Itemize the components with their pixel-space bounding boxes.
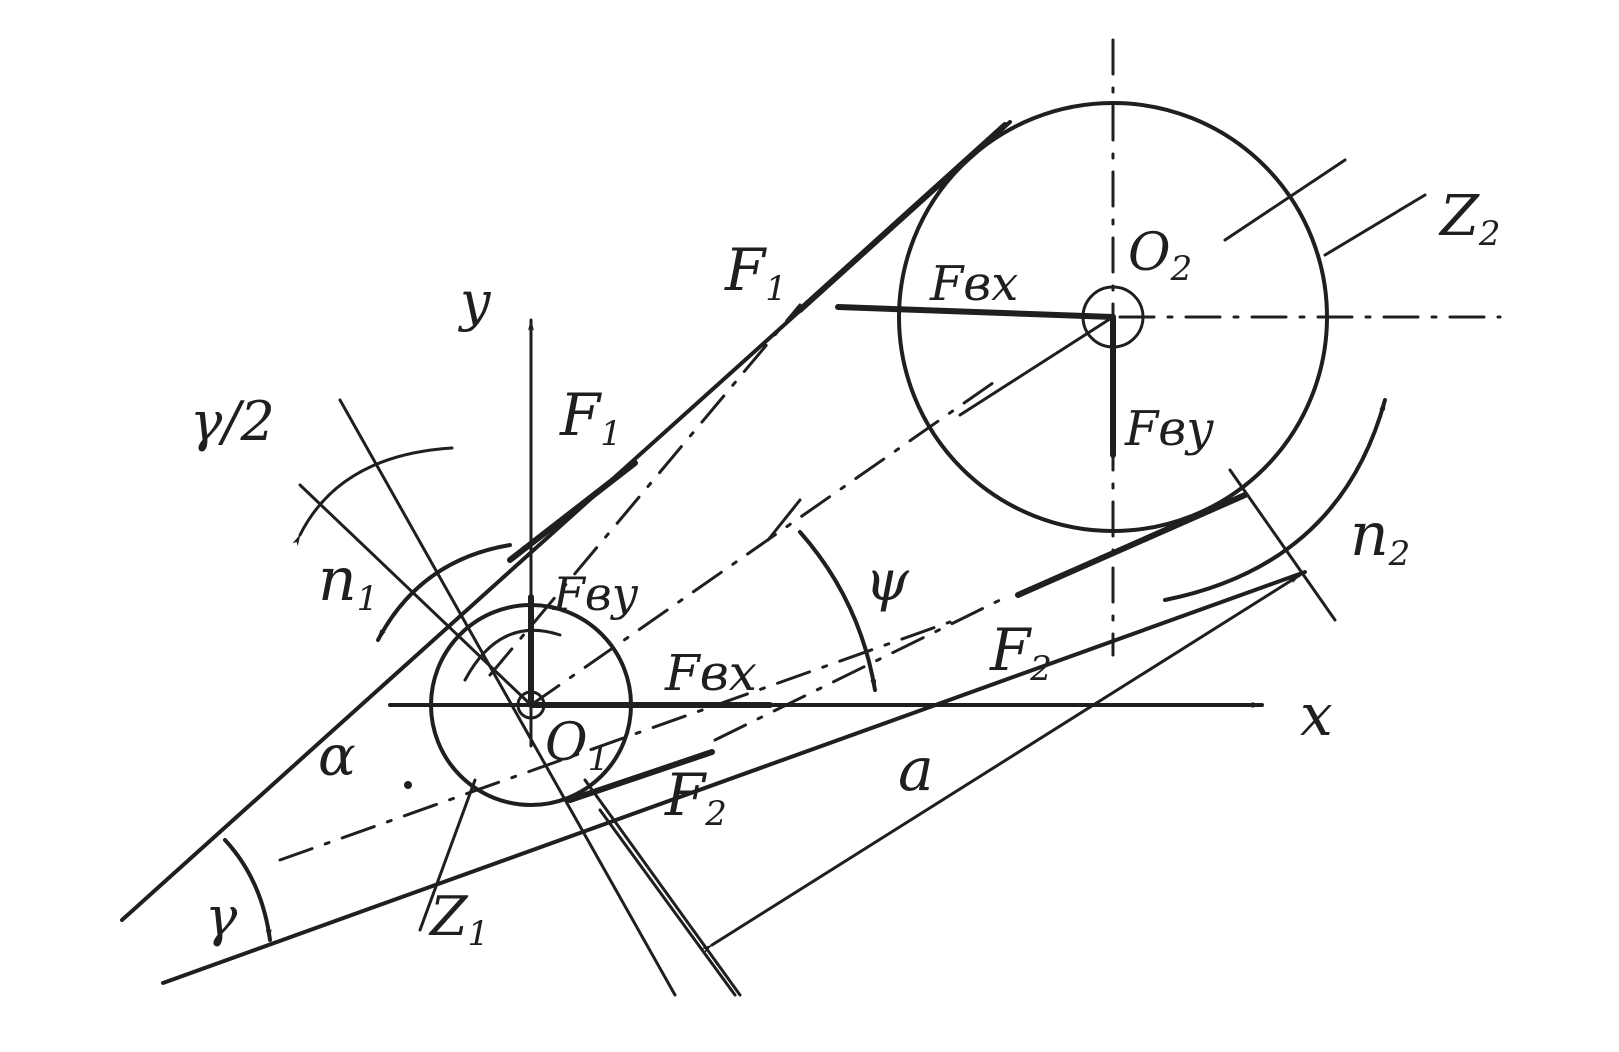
f1-lower-label: F1 bbox=[559, 381, 622, 454]
psi-reference-line bbox=[766, 498, 802, 542]
center-line-o1-o2 bbox=[529, 376, 1002, 707]
fbx-o1-label: Fвx bbox=[664, 644, 757, 702]
force-fbx-o2-vector bbox=[835, 304, 1116, 320]
upper-strand-dashed-extension bbox=[488, 303, 802, 677]
n1-inner-rotation-arc bbox=[463, 628, 562, 682]
z2-leader-2 bbox=[1323, 193, 1427, 257]
alpha-label: α bbox=[318, 724, 356, 789]
n2-label: n2 bbox=[1350, 500, 1410, 574]
psi-angle-arc bbox=[798, 530, 877, 692]
alpha-reference-line bbox=[278, 620, 952, 862]
force-f1-upper-vector bbox=[797, 122, 1008, 313]
gamma-half-label: γ/2 bbox=[190, 390, 275, 453]
fby-o2-label: Fвy bbox=[1124, 401, 1214, 457]
z2-label: Z2 bbox=[1438, 184, 1501, 254]
n1-label: n1 bbox=[318, 545, 378, 619]
x-axis-label: x bbox=[1300, 681, 1333, 749]
dot-mark bbox=[404, 781, 412, 789]
f1-upper-label: F1 bbox=[724, 236, 787, 309]
z2-leader-1 bbox=[1223, 158, 1347, 242]
bisector-line-gamma-half bbox=[338, 398, 677, 997]
force-f2-right-vector bbox=[1015, 492, 1248, 598]
gamma-label: γ bbox=[205, 885, 238, 948]
f2-lower-label: F2 bbox=[664, 761, 727, 834]
z1-reference-line bbox=[583, 778, 742, 997]
n1-rotation-arrow bbox=[376, 543, 512, 642]
gamma-half-reference-line bbox=[298, 483, 533, 707]
force-f2-lower-vector bbox=[567, 749, 715, 803]
fby-o1-label: Fвy bbox=[552, 567, 639, 621]
z1-label: Z1 bbox=[428, 885, 489, 954]
f2-right-label: F2 bbox=[989, 616, 1052, 689]
center-distance-dimension bbox=[701, 573, 1302, 954]
y-axis-label: y bbox=[458, 270, 492, 333]
a-extension-line bbox=[598, 808, 737, 997]
psi-label: ψ bbox=[865, 549, 910, 614]
gamma-angle-arc bbox=[223, 838, 272, 942]
o1-label: O1 bbox=[545, 713, 609, 779]
o2-label: O2 bbox=[1128, 223, 1192, 289]
force-f1-lower-vector bbox=[507, 460, 638, 563]
o2-radius-line bbox=[958, 315, 1115, 417]
z1-leader bbox=[418, 778, 477, 932]
fbx-o2-label: Fвx bbox=[929, 256, 1018, 312]
a-label: a bbox=[898, 735, 934, 805]
gamma-half-angle-arc bbox=[292, 446, 454, 547]
n2-rotation-arrow bbox=[1163, 398, 1387, 602]
